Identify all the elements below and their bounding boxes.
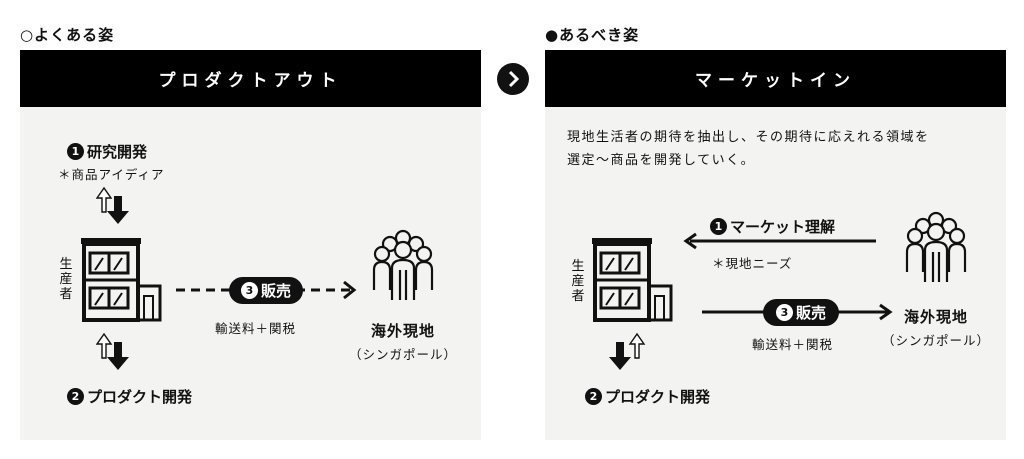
- right-step1-text: マーケット理解: [730, 218, 836, 236]
- up-down-arrows-icon: [96, 186, 129, 224]
- down-up-arrows-icon: [609, 332, 646, 370]
- transition-arrow: [497, 63, 529, 95]
- right-market-name: 海外現地: [903, 308, 968, 326]
- step-number: 2: [67, 388, 84, 405]
- right-market-sub: （シンガポール）: [881, 333, 990, 348]
- description-line: 現地生活者の期待を抽出し、その期待に応えれる領域を: [567, 130, 930, 145]
- dashed-arrow-icon: [176, 280, 357, 300]
- right-section-label: ●あるべき姿: [545, 26, 640, 44]
- right-step3-text: 販売: [795, 304, 826, 322]
- people-group-icon: [905, 211, 967, 282]
- left-step3-note: 輸送料＋関税: [215, 321, 297, 336]
- step-number: 3: [775, 304, 793, 321]
- people-group-icon: [372, 229, 434, 300]
- step-number: 2: [585, 388, 602, 405]
- right-step1-label: 1 マーケット理解: [710, 216, 835, 237]
- right-step3-pill: 3 販売: [763, 299, 839, 326]
- step-number: 1: [67, 143, 84, 160]
- left-step1-text: 研究開発: [87, 143, 148, 161]
- chevron-right-icon: [508, 70, 520, 88]
- up-down-arrows-icon: [96, 332, 129, 370]
- right-description: 現地生活者の期待を抽出し、その期待に応えれる領域を 選定〜商品を開発していく。: [567, 126, 997, 172]
- step-number: 1: [710, 218, 727, 235]
- left-step1-note: ＊商品アイディア: [58, 167, 165, 182]
- left-producer-label: 生 産 者: [59, 257, 73, 302]
- left-arrow-icon: [683, 232, 876, 250]
- left-section-label: ○よくある姿: [20, 26, 115, 44]
- producer-char: 産: [59, 272, 73, 287]
- step-number: 3: [240, 282, 258, 299]
- right-producer-label: 生 産 者: [571, 259, 585, 304]
- left-step2-label: 2 プロダクト開発: [67, 386, 192, 407]
- building-icon: [592, 238, 673, 322]
- description-line: 選定〜商品を開発していく。: [567, 153, 756, 168]
- producer-char: 者: [571, 289, 585, 304]
- left-header: プロダクトアウト: [20, 50, 481, 107]
- right-step2-text: プロダクト開発: [605, 388, 711, 406]
- producer-char: 者: [59, 287, 73, 302]
- right-step1-note: ＊現地ニーズ: [712, 256, 793, 271]
- left-market-sub: （シンガポール）: [348, 347, 457, 362]
- producer-char: 生: [571, 259, 585, 274]
- building-icon: [81, 238, 162, 322]
- left-step2-text: プロダクト開発: [87, 388, 193, 406]
- left-step1-label: 1 研究開発: [67, 141, 147, 162]
- producer-char: 産: [571, 274, 585, 289]
- producer-char: 生: [59, 257, 73, 272]
- left-market-name: 海外現地: [370, 322, 435, 340]
- right-step3-note: 輸送料＋関税: [752, 337, 834, 352]
- left-step3-pill: 3 販売: [229, 277, 303, 304]
- left-step3-text: 販売: [260, 282, 291, 300]
- right-step2-label: 2 プロダクト開発: [585, 386, 710, 407]
- right-header: マーケットイン: [545, 50, 1006, 107]
